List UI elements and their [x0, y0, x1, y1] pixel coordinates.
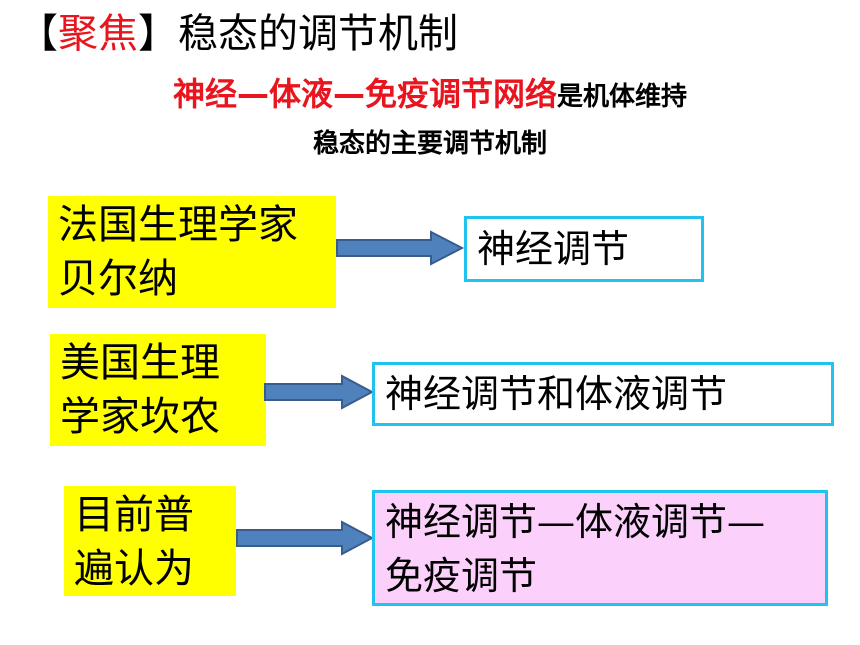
arrow-icon [236, 520, 375, 556]
source-box-cannon: 美国生理 学家坎农 [50, 334, 266, 446]
title-highlight: 聚焦 [58, 11, 138, 57]
source-box-bernard: 法国生理学家 贝尔纳 [48, 196, 336, 308]
source-line: 美国生理 [60, 340, 220, 386]
target-box-neuro-humoral-immune: 神经调节—体液调节— 免疫调节 [372, 490, 828, 606]
target-box-neural: 神经调节 [464, 216, 704, 282]
target-line: 神经调节和体液调节 [385, 372, 728, 416]
target-box-neural-humoral: 神经调节和体液调节 [372, 362, 834, 426]
arrow-icon [336, 230, 465, 266]
slide-title: 【聚焦】稳态的调节机制 [18, 6, 458, 62]
subtitle-line-1: 神经—体液—免疫调节网络是机体维持 [0, 74, 860, 117]
target-line: 神经调节 [477, 227, 630, 271]
subtitle-line-2: 稳态的主要调节机制 [312, 129, 547, 159]
target-line: 免疫调节 [385, 554, 538, 598]
subtitle-highlight: 神经—体液—免疫调节网络 [172, 75, 557, 113]
source-line: 法国生理学家 [58, 202, 298, 248]
target-line: 神经调节—体液调节— [385, 500, 766, 544]
source-line: 目前普 [74, 492, 194, 538]
source-line: 遍认为 [74, 546, 194, 592]
arrow-icon [264, 374, 375, 410]
title-text: 稳态的调节机制 [178, 11, 458, 57]
title-bracket-open: 【 [18, 11, 58, 57]
source-box-current-view: 目前普 遍认为 [64, 486, 236, 596]
title-bracket-close: 】 [138, 11, 178, 57]
source-line: 学家坎农 [60, 394, 220, 440]
subtitle-line-1-rest: 是机体维持 [557, 82, 688, 112]
source-line: 贝尔纳 [58, 256, 178, 302]
